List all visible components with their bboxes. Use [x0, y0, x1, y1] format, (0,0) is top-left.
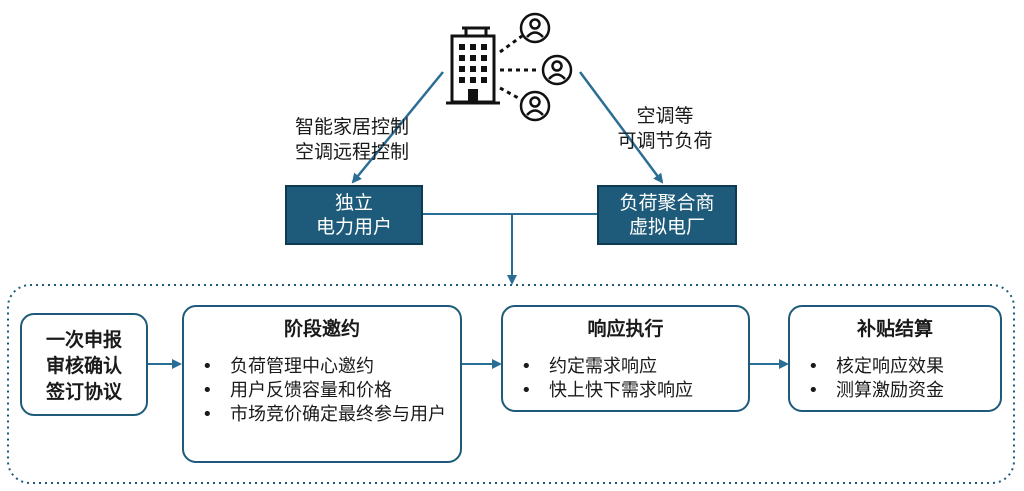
step-3-title: 响应执行: [587, 318, 664, 340]
list-item: 测算激励资金: [798, 379, 944, 403]
step-2-title: 阶段邀约: [283, 318, 360, 340]
step-1-line: 审核确认: [45, 355, 122, 377]
list-item: 市场竞价确定最终参与用户: [192, 403, 456, 427]
step-2-box: 阶段邀约 负荷管理中心邀约 用户反馈容量和价格 市场竞价确定最终参与用户: [182, 305, 462, 463]
step-4-title: 补贴结算: [856, 318, 933, 340]
list-item: 用户反馈容量和价格: [192, 379, 456, 403]
user-icon: [541, 54, 573, 86]
independent-user-box: 独立 电力用户: [285, 185, 423, 245]
list-item: 约定需求响应: [511, 355, 693, 379]
step-3-box: 响应执行 约定需求响应 快上快下需求响应: [501, 305, 750, 412]
box-line: 独立: [334, 192, 373, 214]
step-4-box: 补贴结算 核定响应效果 测算激励资金: [788, 305, 1002, 412]
step-3-list: 约定需求响应 快上快下需求响应: [511, 355, 693, 403]
step-1-box: 一次申报 审核确认 签订协议: [20, 313, 148, 416]
step-4-list: 核定响应效果 测算激励资金: [798, 355, 944, 403]
user-icon: [519, 90, 551, 122]
box-line: 虚拟电厂: [628, 216, 705, 238]
step-1-line: 签订协议: [45, 381, 122, 403]
arrow-to-aggregator: [578, 71, 664, 184]
box-line: 负荷聚合商: [619, 192, 715, 214]
list-item: 负荷管理中心邀约: [192, 355, 456, 379]
process-container: [7, 284, 1015, 484]
left-label-line: 空调远程控制: [294, 141, 409, 163]
aggregator-box: 负荷聚合商 虚拟电厂: [597, 185, 737, 245]
arrow-to-independent-user: [351, 71, 444, 184]
list-item: 快上快下需求响应: [511, 379, 693, 403]
user-icon: [519, 12, 551, 44]
step-1-line: 一次申报: [45, 329, 122, 351]
building-icon: [446, 26, 500, 105]
left-channel-label: 智能家居控制 空调远程控制: [282, 115, 422, 165]
right-channel-label: 空调等 可调节负荷: [600, 104, 730, 154]
right-label-line: 空调等: [636, 105, 694, 127]
list-item: 核定响应效果: [798, 355, 944, 379]
left-label-line: 智能家居控制: [294, 116, 409, 138]
user-links: [499, 34, 540, 102]
step-2-list: 负荷管理中心邀约 用户反馈容量和价格 市场竞价确定最终参与用户: [192, 355, 456, 427]
box-line: 电力用户: [315, 216, 392, 238]
right-label-line: 可调节负荷: [617, 130, 713, 152]
